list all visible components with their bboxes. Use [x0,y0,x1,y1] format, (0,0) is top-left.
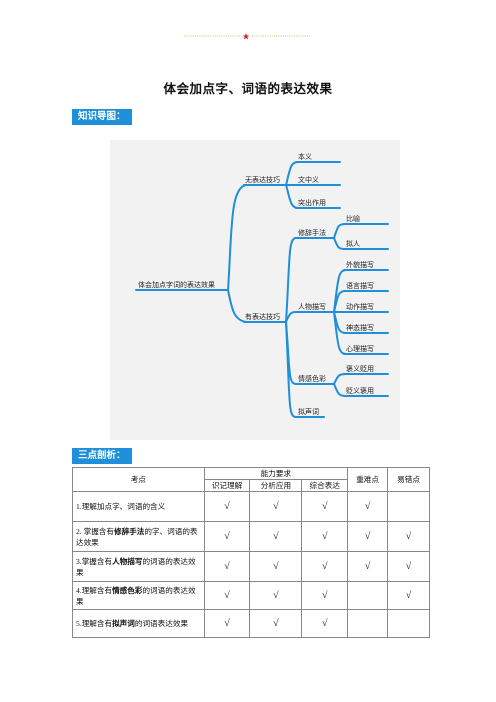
edge-none-3 [285,184,299,209]
check-mark: √ [301,551,349,582]
subheader-express: 综合表达 [301,479,349,492]
header-ability: 能力要求 [203,467,349,480]
check-mark: √ [347,521,389,552]
mindmap-character-item: 外貌描写 [346,260,374,269]
subheader-memorize: 识记理解 [203,479,251,492]
empty-cell [347,581,389,610]
table-subheader-row: 识记理解 分析应用 综合表达 [73,479,430,492]
mindmap-none-item: 文中义 [298,175,319,184]
edge-have-ono [285,321,297,418]
header-star-divider: ★ [184,32,310,42]
check-mark: √ [347,491,389,522]
empty-cell [387,491,430,522]
row-topic: 4.理解含有情感色彩的词语的表达效果 [72,581,205,610]
check-mark: √ [301,491,349,522]
check-mark: √ [301,581,349,610]
table-row: 5.理解含有拟声词的词语表达效果 √ √ √ [72,609,430,638]
mindmap-rhetoric-item: 拟人 [346,239,360,248]
mindmap-character-item: 动作描写 [346,302,374,311]
check-mark: √ [387,521,430,552]
mindmap-branch-none: 无表达技巧 [245,175,280,184]
knowledge-mindmap: 体会加点字词的表达效果 无表达技巧 本义 文中义 突出作用 有表达技巧 修辞手法… [110,140,400,440]
table-row: 2. 掌握含有修辞手法的字、词语的表达效果 √ √ √ √ √ [72,521,430,552]
mindmap-none-item: 突出作用 [298,198,326,207]
mindmap-root: 体会加点字词的表达效果 [138,280,215,289]
check-mark: √ [203,521,251,552]
row-topic: 2. 掌握含有修辞手法的字、词语的表达效果 [72,521,205,552]
mindmap-none-item: 本义 [298,152,312,161]
table-header-row: 考点 能力要求 重难点 易错点 [72,467,430,492]
mindmap-emotion-item: 褒义贬用 [346,364,374,373]
mindmap-branch-have: 有表达技巧 [245,312,280,321]
empty-cell [347,609,389,638]
check-mark: √ [203,551,251,582]
row-topic: 1.理解加点字、词语的含义 [72,491,205,522]
mindmap-onomatopoeia: 拟声词 [298,407,319,416]
analysis-section-label: 三点剖析： [72,448,132,464]
header-key: 重难点 [347,467,389,492]
header-error: 易错点 [387,467,430,492]
table-row: 4.理解含有情感色彩的词语的表达效果 √ √ √ √ [72,581,430,610]
mindmap-emotion: 情感色彩 [298,374,326,383]
header-topic: 考点 [72,467,205,492]
edge-none-1 [285,161,299,186]
check-mark: √ [203,491,251,522]
check-mark: √ [249,581,303,610]
check-mark: √ [387,581,430,610]
mindmap-character-item: 语言描写 [346,281,374,290]
mindmap-section-label: 知识导图： [72,109,132,125]
mindmap-character-item: 心理描写 [346,344,374,353]
check-mark: √ [203,581,251,610]
document-title: 体会加点字、词语的表达效果 [163,82,333,96]
edge-have-rhetoric [285,237,297,323]
analysis-table: 考点 能力要求 重难点 易错点 识记理解 分析应用 综合表达 1.理解加点字、词… [72,467,430,638]
check-mark: √ [387,551,430,582]
table-row: 3.掌握含有人物描写的词语的表达效果 √ √ √ √ √ [72,551,430,582]
check-mark: √ [301,521,349,552]
edge-rhet-1 [333,223,347,239]
empty-cell [387,609,430,638]
edge-emo-1 [333,373,347,385]
check-mark: √ [249,491,303,522]
check-mark: √ [301,609,349,638]
edge-rhet-2 [333,237,347,250]
edge-emo-2 [333,383,347,397]
mindmap-character: 人物描写 [298,302,326,311]
mindmap-rhetoric: 修辞手法 [298,228,326,237]
table-row: 1.理解加点字、词语的含义 √ √ √ √ [72,491,430,522]
mindmap-emotion-item: 贬义褒用 [346,386,374,395]
edge-root-have [227,289,247,323]
edge-root-none [227,184,247,291]
check-mark: √ [347,551,389,582]
check-mark: √ [249,609,303,638]
subheader-apply: 分析应用 [249,479,303,492]
star-icon: ★ [242,32,250,42]
check-mark: √ [249,551,303,582]
mindmap-graph: 体会加点字词的表达效果 无表达技巧 本义 文中义 突出作用 有表达技巧 修辞手法… [135,152,389,418]
row-topic: 3.掌握含有人物描写的词语的表达效果 [72,551,205,582]
mindmap-character-item: 神态描写 [346,323,374,332]
row-topic: 5.理解含有拟声词的词语表达效果 [72,609,205,638]
mindmap-rhetoric-item: 比喻 [346,214,360,223]
check-mark: √ [203,609,251,638]
check-mark: √ [249,521,303,552]
